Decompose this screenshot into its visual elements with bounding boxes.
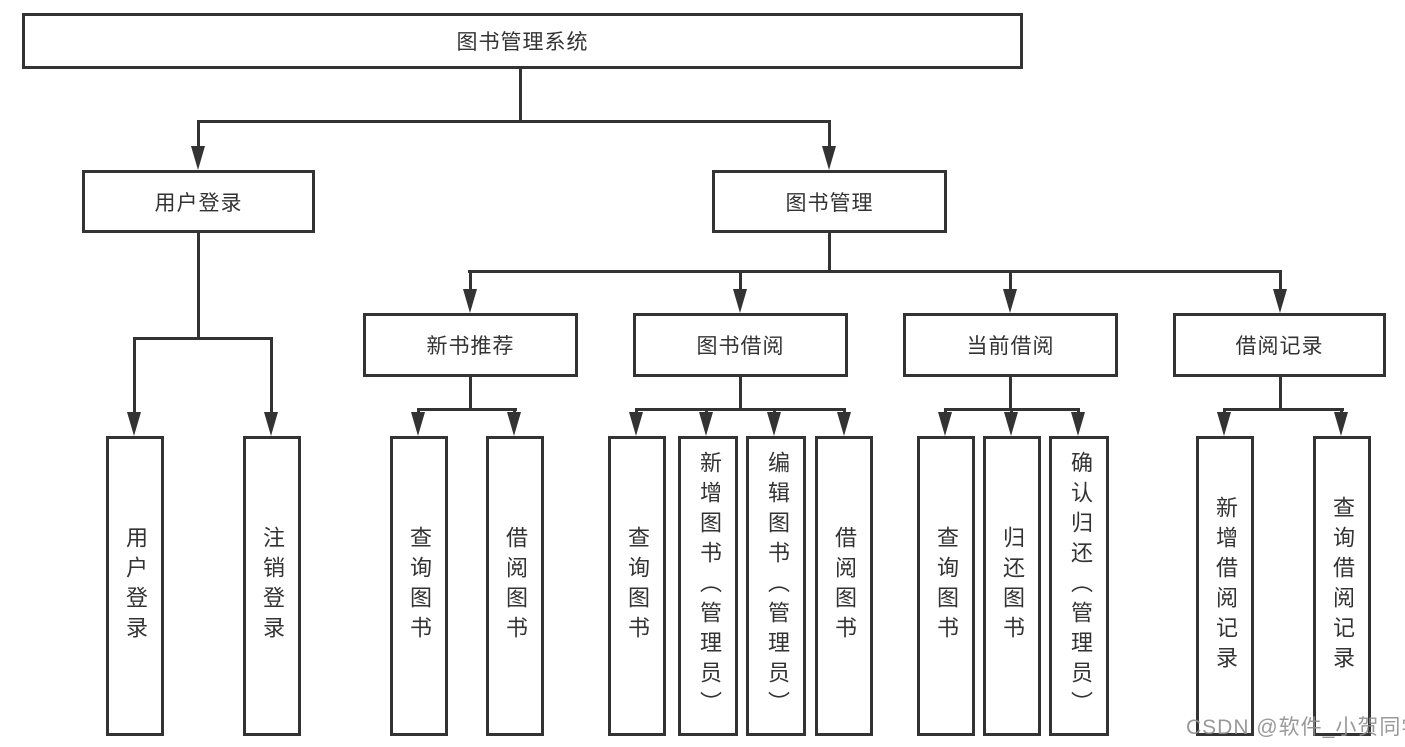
connector-line xyxy=(197,120,200,150)
connector-line xyxy=(469,270,472,292)
connector-line xyxy=(469,377,472,410)
connector-line xyxy=(828,120,831,150)
arrow-down xyxy=(1273,289,1287,313)
connector-line xyxy=(197,120,831,123)
arrow-down xyxy=(507,412,521,436)
connector-line xyxy=(133,337,136,415)
node-book-management: 图书管理 xyxy=(712,170,947,233)
arrow-down xyxy=(938,412,952,436)
leaf-confirm-return-admin: 确认归还（管理员） xyxy=(1049,436,1109,736)
connector-line xyxy=(1009,377,1012,410)
arrow-down xyxy=(1217,412,1231,436)
leaf-edit-books-admin: 编辑图书（管理员） xyxy=(746,436,806,736)
arrow-down xyxy=(191,146,205,170)
node-book-borrowing: 图书借阅 xyxy=(633,313,848,377)
connector-line xyxy=(739,377,742,410)
connector-line xyxy=(739,270,742,292)
arrow-down xyxy=(463,289,477,313)
leaf-return-books: 归还图书 xyxy=(983,436,1041,736)
connector-line xyxy=(133,337,273,340)
arrow-down xyxy=(411,412,425,436)
arrow-down xyxy=(127,412,141,436)
leaf-add-borrow-record: 新增借阅记录 xyxy=(1196,436,1254,736)
connector-line xyxy=(417,408,517,411)
connector-line xyxy=(1223,408,1344,411)
connector-line xyxy=(1279,377,1282,410)
arrow-down xyxy=(837,412,851,436)
leaf-query-borrow-record: 查询借阅记录 xyxy=(1313,436,1371,736)
leaf-user-login: 用户登录 xyxy=(106,436,164,736)
arrow-down xyxy=(1003,289,1017,313)
node-user-login: 用户登录 xyxy=(82,170,315,233)
node-current-borrowing: 当前借阅 xyxy=(903,313,1118,377)
leaf-add-books-admin: 新增图书（管理员） xyxy=(678,436,738,736)
csdn-watermark: CSDN @软件_小贺同学 xyxy=(1186,716,1405,739)
arrow-down xyxy=(629,412,643,436)
leaf-borrow-books-recommend: 借阅图书 xyxy=(486,436,544,736)
arrow-down xyxy=(733,289,747,313)
arrow-down xyxy=(1004,412,1018,436)
arrow-down xyxy=(1071,412,1085,436)
node-library-management-system: 图书管理系统 xyxy=(22,13,1023,69)
leaf-query-books-borrowing: 查询图书 xyxy=(608,436,666,736)
connector-line xyxy=(270,337,273,415)
connector-line xyxy=(635,408,846,411)
arrow-down xyxy=(264,412,278,436)
connector-line xyxy=(1009,270,1012,292)
node-new-book-recommend: 新书推荐 xyxy=(363,313,578,377)
connector-line xyxy=(1279,270,1282,292)
arrow-down xyxy=(767,412,781,436)
leaf-query-books-recommend: 查询图书 xyxy=(390,436,448,736)
connector-line xyxy=(197,233,200,340)
connector-line xyxy=(519,68,522,121)
arrow-down xyxy=(699,412,713,436)
connector-line xyxy=(828,233,831,273)
arrow-down xyxy=(1334,412,1348,436)
leaf-borrow-books: 借阅图书 xyxy=(815,436,873,736)
leaf-query-books-current: 查询图书 xyxy=(917,436,975,736)
connector-line xyxy=(468,270,1282,273)
arrow-down xyxy=(822,146,836,170)
node-borrowing-records: 借阅记录 xyxy=(1173,313,1386,377)
leaf-logout: 注销登录 xyxy=(243,436,301,736)
